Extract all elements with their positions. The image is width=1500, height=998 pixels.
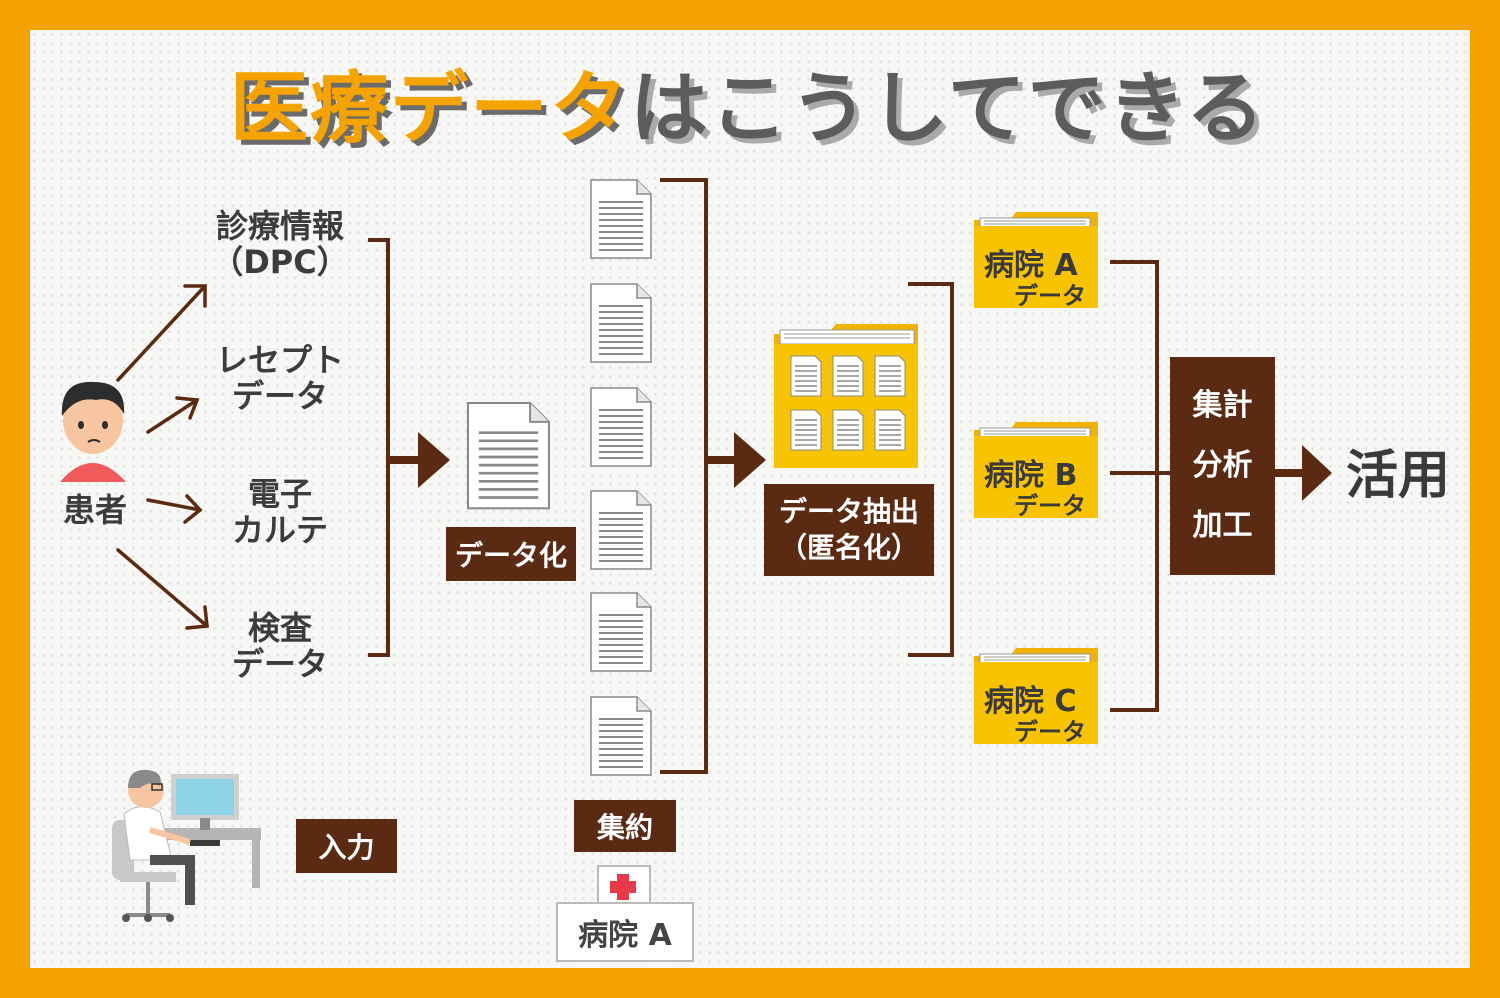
source-dpc: 診療情報 （DPC）: [195, 208, 365, 280]
source-emr-line2: カルテ: [231, 511, 328, 549]
arrow-to-digitize: [418, 432, 450, 488]
folder-c-sub: データ: [1014, 718, 1086, 746]
title-rest: はこうしてできる: [630, 64, 1267, 154]
folder-a-sub: データ: [1014, 282, 1086, 310]
source-receipt-line1: レセプト: [215, 341, 344, 379]
process-line1: 集計: [1192, 388, 1253, 423]
use-label: 活用: [1345, 446, 1450, 506]
arrow-to-use: [1302, 445, 1332, 501]
input-label: 入力: [296, 819, 397, 873]
source-receipt: レセプト データ: [195, 342, 365, 414]
source-exam-line1: 検査: [247, 609, 312, 647]
process-label: 集計 分析 加工: [1170, 357, 1275, 575]
merge-bracket: [1110, 260, 1172, 712]
extract-label: データ抽出 （匿名化）: [764, 484, 934, 576]
extract-line2: （匿名化）: [778, 531, 919, 564]
patient-icon: [60, 381, 126, 482]
arrow-to-extract: [734, 432, 766, 488]
page-title: 医療データはこうしてできる: [230, 46, 1290, 154]
source-bracket: [368, 238, 420, 657]
process-line3: 加工: [1192, 508, 1253, 543]
title-highlight: 医療データ: [230, 64, 631, 154]
source-exam: 検査 データ: [195, 610, 365, 682]
hospital-label: 病院 A: [578, 918, 672, 953]
aggregate-label: 集約: [574, 800, 676, 852]
folder-b-name: 病院 B: [984, 458, 1078, 493]
digitize-label: データ化: [446, 527, 576, 581]
split-bracket: [908, 282, 954, 657]
extract-line1: データ抽出: [778, 495, 919, 528]
doctor-at-computer-icon: [112, 769, 261, 922]
stack-bracket: [660, 178, 736, 774]
source-emr: 電子 カルテ: [195, 476, 365, 548]
source-receipt-line2: データ: [231, 377, 328, 415]
patient-label: 患者: [62, 491, 127, 529]
folder-c-name: 病院 C: [984, 684, 1077, 719]
source-emr-line1: 電子: [247, 475, 312, 513]
source-dpc-line1: 診療情報: [215, 207, 344, 245]
document-stack: [590, 179, 652, 776]
folder-a-name: 病院 A: [984, 248, 1078, 283]
big-folder-icon: [774, 324, 918, 468]
source-dpc-line2: （DPC）: [211, 243, 349, 281]
source-exam-line2: データ: [231, 645, 328, 683]
patient-arrows: [116, 284, 209, 630]
hospital-building-icon: [556, 865, 694, 962]
folder-b-sub: データ: [1014, 492, 1086, 520]
process-line2: 分析: [1192, 448, 1253, 483]
document-icon: [466, 401, 551, 510]
